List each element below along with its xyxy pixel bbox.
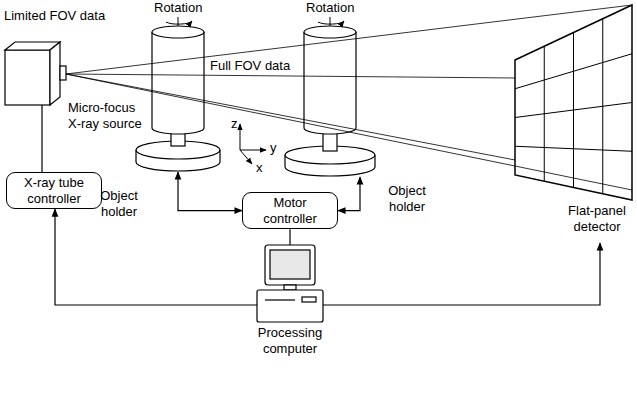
coordinate-axes-part [240,150,266,151]
processing-computer: Processing computer [257,245,323,322]
xray-beam-part [66,74,515,78]
object-holder: Object holder [285,146,375,177]
flat-panel-detector: Flat-panel detector [515,3,634,243]
node-label: Processing computer [245,325,335,356]
annotation-label: Full FOV data [208,58,292,74]
node-label: Micro-focus X-ray source [68,100,148,131]
xray-source-part [50,42,60,105]
detector-panel-part [515,146,632,151]
xray-beam-part [66,74,632,190]
object-cylinder-part [152,32,204,134]
xray-source-part [5,50,50,105]
rotation-arrow-part [318,21,344,24]
xray-beam-part [66,5,632,74]
node-label: Object holder [95,188,143,219]
connector [323,243,600,305]
connector [289,229,290,245]
rotation-arrow-part [178,17,179,26]
node-label: Motor controller [247,195,333,226]
xray-source: Micro-focus X-ray source [5,42,66,105]
xray-source [5,42,66,105]
rotation-arrow [166,17,344,26]
controller-box: Motor controller [242,192,338,229]
annotation-label: Limited FOV data [4,8,105,24]
rotation-arrow-part [330,17,331,26]
object-cylinder [136,26,375,176]
rotation-arrow-part [166,21,192,24]
computer-icon-part [265,299,295,300]
annotation-label: y [270,140,277,156]
coordinate-axes-part [240,150,252,164]
computer-icon-part [265,245,315,285]
computer-icon-part [284,285,296,290]
connector [55,209,257,305]
object-cylinder-part [152,26,204,38]
connector [41,105,42,172]
computer-icon-part [257,290,323,322]
node-label: Object holder [382,183,432,214]
computer-icon-part [302,297,316,302]
object-holder: Object holder [136,141,220,172]
annotation-label: Rotation [154,0,202,16]
xray-beam-part [66,74,515,160]
xray-source-part [60,66,66,80]
computer-icon-part [270,250,310,279]
node-label: Flat-panel detector [560,203,634,234]
controller-box: X-ray tube controller [6,172,102,209]
node-label: X-ray tube controller [11,175,97,206]
coordinate-axes [240,124,266,164]
detector-panel [515,5,632,200]
computer-icon [257,245,323,322]
annotation-label: Rotation [306,0,354,16]
detector-panel-part [515,5,632,200]
xray-beam [66,5,632,190]
object-cylinder-part [304,32,356,134]
detector-panel-part [515,54,632,89]
coordinate-axes-part [240,124,241,150]
annotation-label: z [231,116,238,132]
detector-panel-part [515,103,632,118]
annotation-label: x [256,160,263,176]
object-cylinder-part [304,26,356,38]
connector [178,172,242,211]
connector [338,177,360,211]
